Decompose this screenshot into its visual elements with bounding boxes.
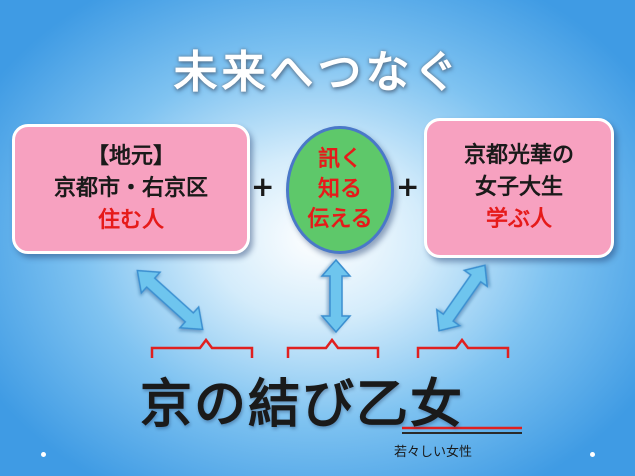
double-arrow-center — [320, 258, 352, 334]
bottom-title: 京の結び乙女 — [140, 374, 465, 435]
action-ask: 訊く — [317, 147, 362, 172]
plus-sign-left: + — [251, 170, 275, 203]
local-label: 【地元】 — [86, 144, 175, 169]
slide-title: 未来へつなぐ — [173, 47, 462, 98]
local-role: 住む人 — [97, 208, 164, 233]
student-type: 女子大生 — [474, 175, 563, 200]
student-school: 京都光華の — [463, 143, 574, 168]
local-area: 京都市・右京区 — [53, 176, 208, 201]
plus-sign-right: + — [396, 170, 420, 203]
action-know: 知る — [317, 177, 362, 202]
brace-left — [150, 337, 254, 358]
local-resident-box: 【地元】 京都市・右京区 住む人 — [12, 124, 250, 254]
action-oval: 訊く 知る 伝える — [286, 126, 394, 254]
otome-annotation: 若々しい女性 — [394, 445, 473, 460]
student-box: 京都光華の 女子大生 学ぶ人 — [424, 118, 614, 258]
brace-right — [416, 337, 510, 358]
student-role: 学ぶ人 — [485, 207, 552, 232]
corner-dot-right — [590, 452, 595, 457]
corner-dot-left — [41, 452, 46, 457]
double-arrow-left — [136, 269, 204, 331]
double-arrow-right — [435, 264, 489, 332]
action-tell: 伝える — [307, 207, 373, 232]
brace-center — [286, 337, 380, 358]
